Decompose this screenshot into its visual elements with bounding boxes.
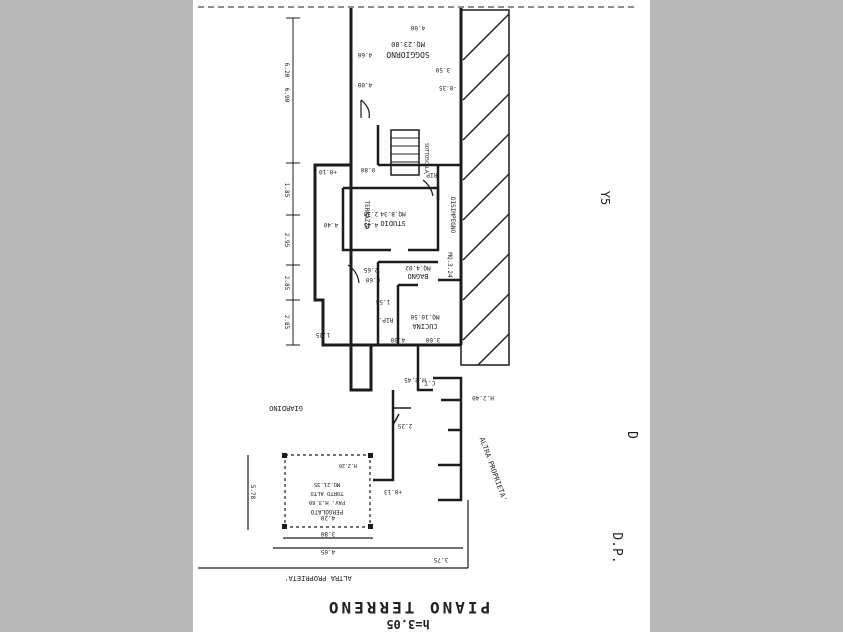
room-area-soggiorno: MQ.23.80: [391, 40, 425, 48]
label-letter-d: D: [624, 431, 639, 439]
dim-060: 0.60: [365, 276, 380, 283]
dim-440: 4.40: [323, 221, 338, 228]
dim-350: 3.50: [435, 66, 450, 73]
door-swings: [347, 99, 434, 284]
level-010: +0.10: [319, 168, 337, 175]
dim-230: 2.30: [363, 210, 378, 217]
dim-vert-2: 1.85: [283, 183, 290, 198]
dim-080: 0.80: [360, 166, 375, 173]
dim-soggiorno-small: 4.60: [357, 51, 372, 58]
dim-225: 2.25: [397, 422, 412, 429]
label-sottoscala: SOTTOSCALA: [423, 143, 429, 173]
dim-420: 4.20: [320, 514, 335, 521]
dim-soggiorno-h: 4.00: [357, 81, 372, 88]
dim-578: 5.78: [249, 485, 256, 500]
label-letter-y5: Y5: [598, 191, 612, 205]
label-corner-mark: D.P.: [609, 532, 624, 563]
label-ct: C.T.: [421, 379, 435, 386]
pergolato-area: [282, 453, 373, 529]
dim-265: 2.65: [363, 266, 378, 273]
room-area-bagno: MQ.4.02: [405, 264, 431, 271]
building-outer-walls: [313, 8, 463, 392]
room-name-studio: STUDIO: [380, 219, 405, 227]
level-035: -0.35: [439, 84, 457, 91]
dim-375: 3.75: [433, 556, 448, 563]
room-area-cucina: MQ.10.50: [410, 313, 439, 320]
dim-380: 3.80: [320, 530, 335, 537]
h-220: H.2.20: [339, 462, 357, 468]
floor-plan-sheet: SOGGIORNO MQ.23.80 STUDIO MQ.8.34 BAGNO …: [193, 0, 650, 632]
hatched-boundary-strip: [460, 9, 510, 366]
dim-vert-3: 2.95: [283, 233, 290, 248]
room-name-bagno: BAGNO: [407, 272, 428, 280]
dim-300: 3.00: [425, 336, 440, 343]
dim-620: 6.20: [283, 63, 290, 78]
dim-445: 4.45: [363, 221, 378, 228]
dim-vert-5: 2.85: [283, 315, 290, 330]
room-name-disimpegno: DISIMPEGNO: [449, 197, 456, 234]
lower-annex-walls: [373, 345, 463, 502]
label-terrazza: TERRAZZA: [363, 201, 370, 230]
label-altra-proprieta-bottom: ALTRA PROPRIETA': [284, 574, 351, 582]
h-245: H.2.45: [404, 376, 426, 383]
sheet-title: PIANO TERRENO: [326, 598, 490, 617]
dim-405: 4.05: [320, 548, 335, 555]
dim-400: 4.00: [390, 336, 405, 343]
lot-boundary: [198, 455, 469, 569]
room-name-ripostiglio-bottom: RIP.: [379, 316, 393, 323]
dim-vert-4: 2.85: [283, 276, 290, 291]
room-area-disimpegno: MQ.3.24: [446, 252, 453, 278]
dim-154: 1.54: [375, 298, 390, 305]
entrance-arrow: [392, 407, 411, 426]
interior-walls: [341, 125, 461, 345]
room-name-ripostiglio-top: RIP.: [423, 171, 437, 178]
pergolato-line-2: PAV. H.3.60: [309, 499, 345, 505]
pergolato-line-1: PERGOLATO: [310, 508, 343, 515]
floor-plan-drawing: SOGGIORNO MQ.23.80 STUDIO MQ.8.34 BAGNO …: [198, 6, 639, 631]
pergolato-line-4: MQ.21.35: [314, 481, 341, 487]
dim-top-width: 4.00: [410, 24, 425, 31]
sheet-scale: h=3.05: [386, 617, 429, 631]
level-013: +0.13: [384, 488, 402, 495]
h-240: H.2.40: [472, 394, 494, 401]
pergolato-line-3: TORTO ALTO: [310, 490, 343, 496]
label-altra-proprieta-side: ALTRA PROPRIETA': [478, 436, 509, 502]
room-area-studio: MQ.8.34: [380, 210, 406, 217]
dim-125: 1.25: [315, 331, 330, 338]
room-name-soggiorno: SOGGIORNO: [386, 50, 430, 59]
label-giardino: GIARDINO: [269, 404, 303, 412]
room-name-cucina: CUCINA: [412, 322, 438, 330]
dim-vert-1: 6.90: [283, 88, 290, 103]
